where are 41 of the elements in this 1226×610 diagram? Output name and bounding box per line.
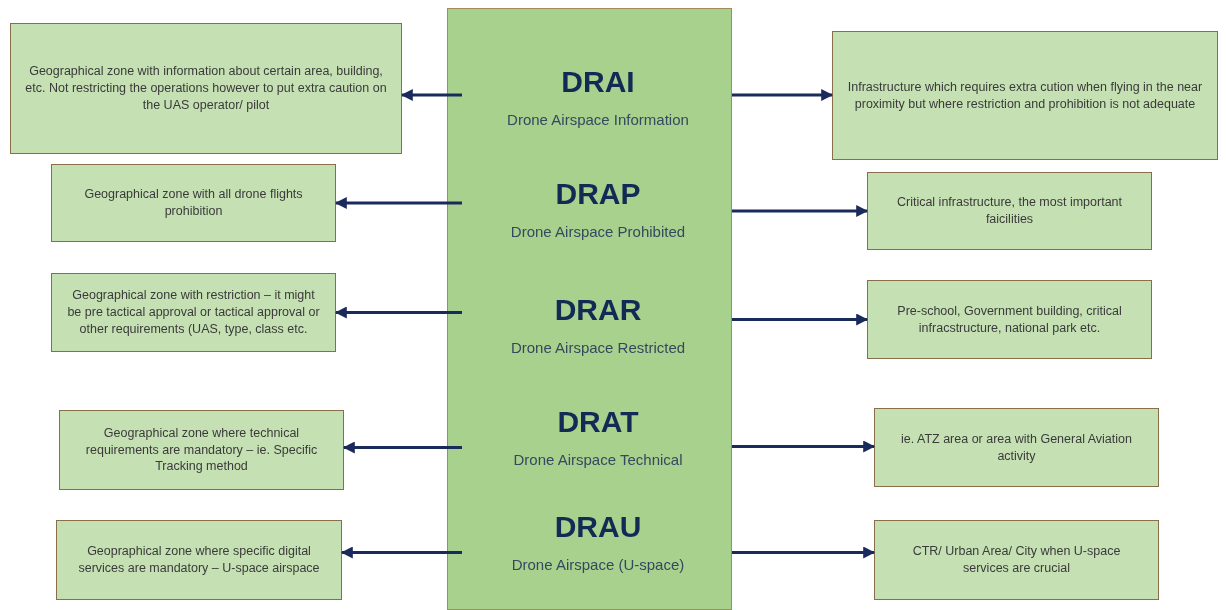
description-text: Geographical zone where technical requirements are mandatory – ie. Specific Tracking method bbox=[84, 424, 319, 476]
arrow bbox=[732, 89, 834, 101]
zone-code: DRAR bbox=[554, 292, 642, 327]
description-box bbox=[56, 520, 342, 600]
description-text: Geopraphical zone where specific digital services are mandatory – U-space airspace bbox=[77, 543, 321, 577]
zone-name: Drone Airspace Information bbox=[507, 110, 689, 128]
description-text: Geographical zone with information about certain area, building, etc. Not restricting the operations however to put extra caution on the UAS operator/ pilot bbox=[25, 63, 387, 114]
zone-code: DRAP bbox=[555, 176, 641, 211]
description-text: Geographical zone with all drone flights prohibition bbox=[83, 186, 304, 220]
description-box bbox=[867, 172, 1152, 250]
zone-code: DRAU bbox=[554, 509, 642, 544]
zone-code: DRAI bbox=[561, 64, 635, 99]
arrow bbox=[732, 546, 876, 559]
arrow bbox=[340, 546, 462, 559]
description-box bbox=[59, 410, 344, 490]
description-box bbox=[874, 520, 1159, 600]
description-text: ie. ATZ area or area with General Aviation activity bbox=[900, 430, 1133, 465]
arrow bbox=[334, 197, 462, 209]
zone-name: Drone Airspace Restricted bbox=[510, 338, 686, 356]
description-box bbox=[51, 273, 336, 352]
zone-name: Drone Airspace (U-space) bbox=[511, 555, 685, 573]
arrow bbox=[732, 440, 876, 453]
description-box bbox=[867, 280, 1152, 359]
arrow bbox=[342, 441, 462, 454]
description-box bbox=[10, 23, 402, 154]
arrow bbox=[732, 313, 869, 326]
zone-panel bbox=[447, 8, 732, 610]
description-text: Geographical zone with restriction – it might be pre tactical approval or tactical approval or other requirements (UAS, type, class etc. bbox=[66, 287, 321, 338]
description-text: CTR/ Urban Area/ City when U-space services are crucial bbox=[911, 543, 1122, 577]
arrow bbox=[732, 205, 869, 217]
description-box bbox=[832, 31, 1218, 160]
description-box bbox=[51, 164, 336, 242]
zone-name: Drone Airspace Prohibited bbox=[510, 222, 686, 240]
zone-name: Drone Airspace Technical bbox=[513, 450, 683, 468]
description-text: Pre-school, Government building, critical infracstructure, national park etc. bbox=[896, 302, 1123, 337]
arrow bbox=[400, 89, 462, 101]
zone-code: DRAT bbox=[557, 404, 639, 439]
description-text: Critical infrastructure, the most important faicilities bbox=[895, 194, 1124, 228]
description-text: Infrastructure which requires extra cution when flying in the near proximity but where restriction and prohibition is not adequate bbox=[847, 78, 1203, 113]
description-box bbox=[874, 408, 1159, 487]
arrow bbox=[334, 306, 462, 319]
